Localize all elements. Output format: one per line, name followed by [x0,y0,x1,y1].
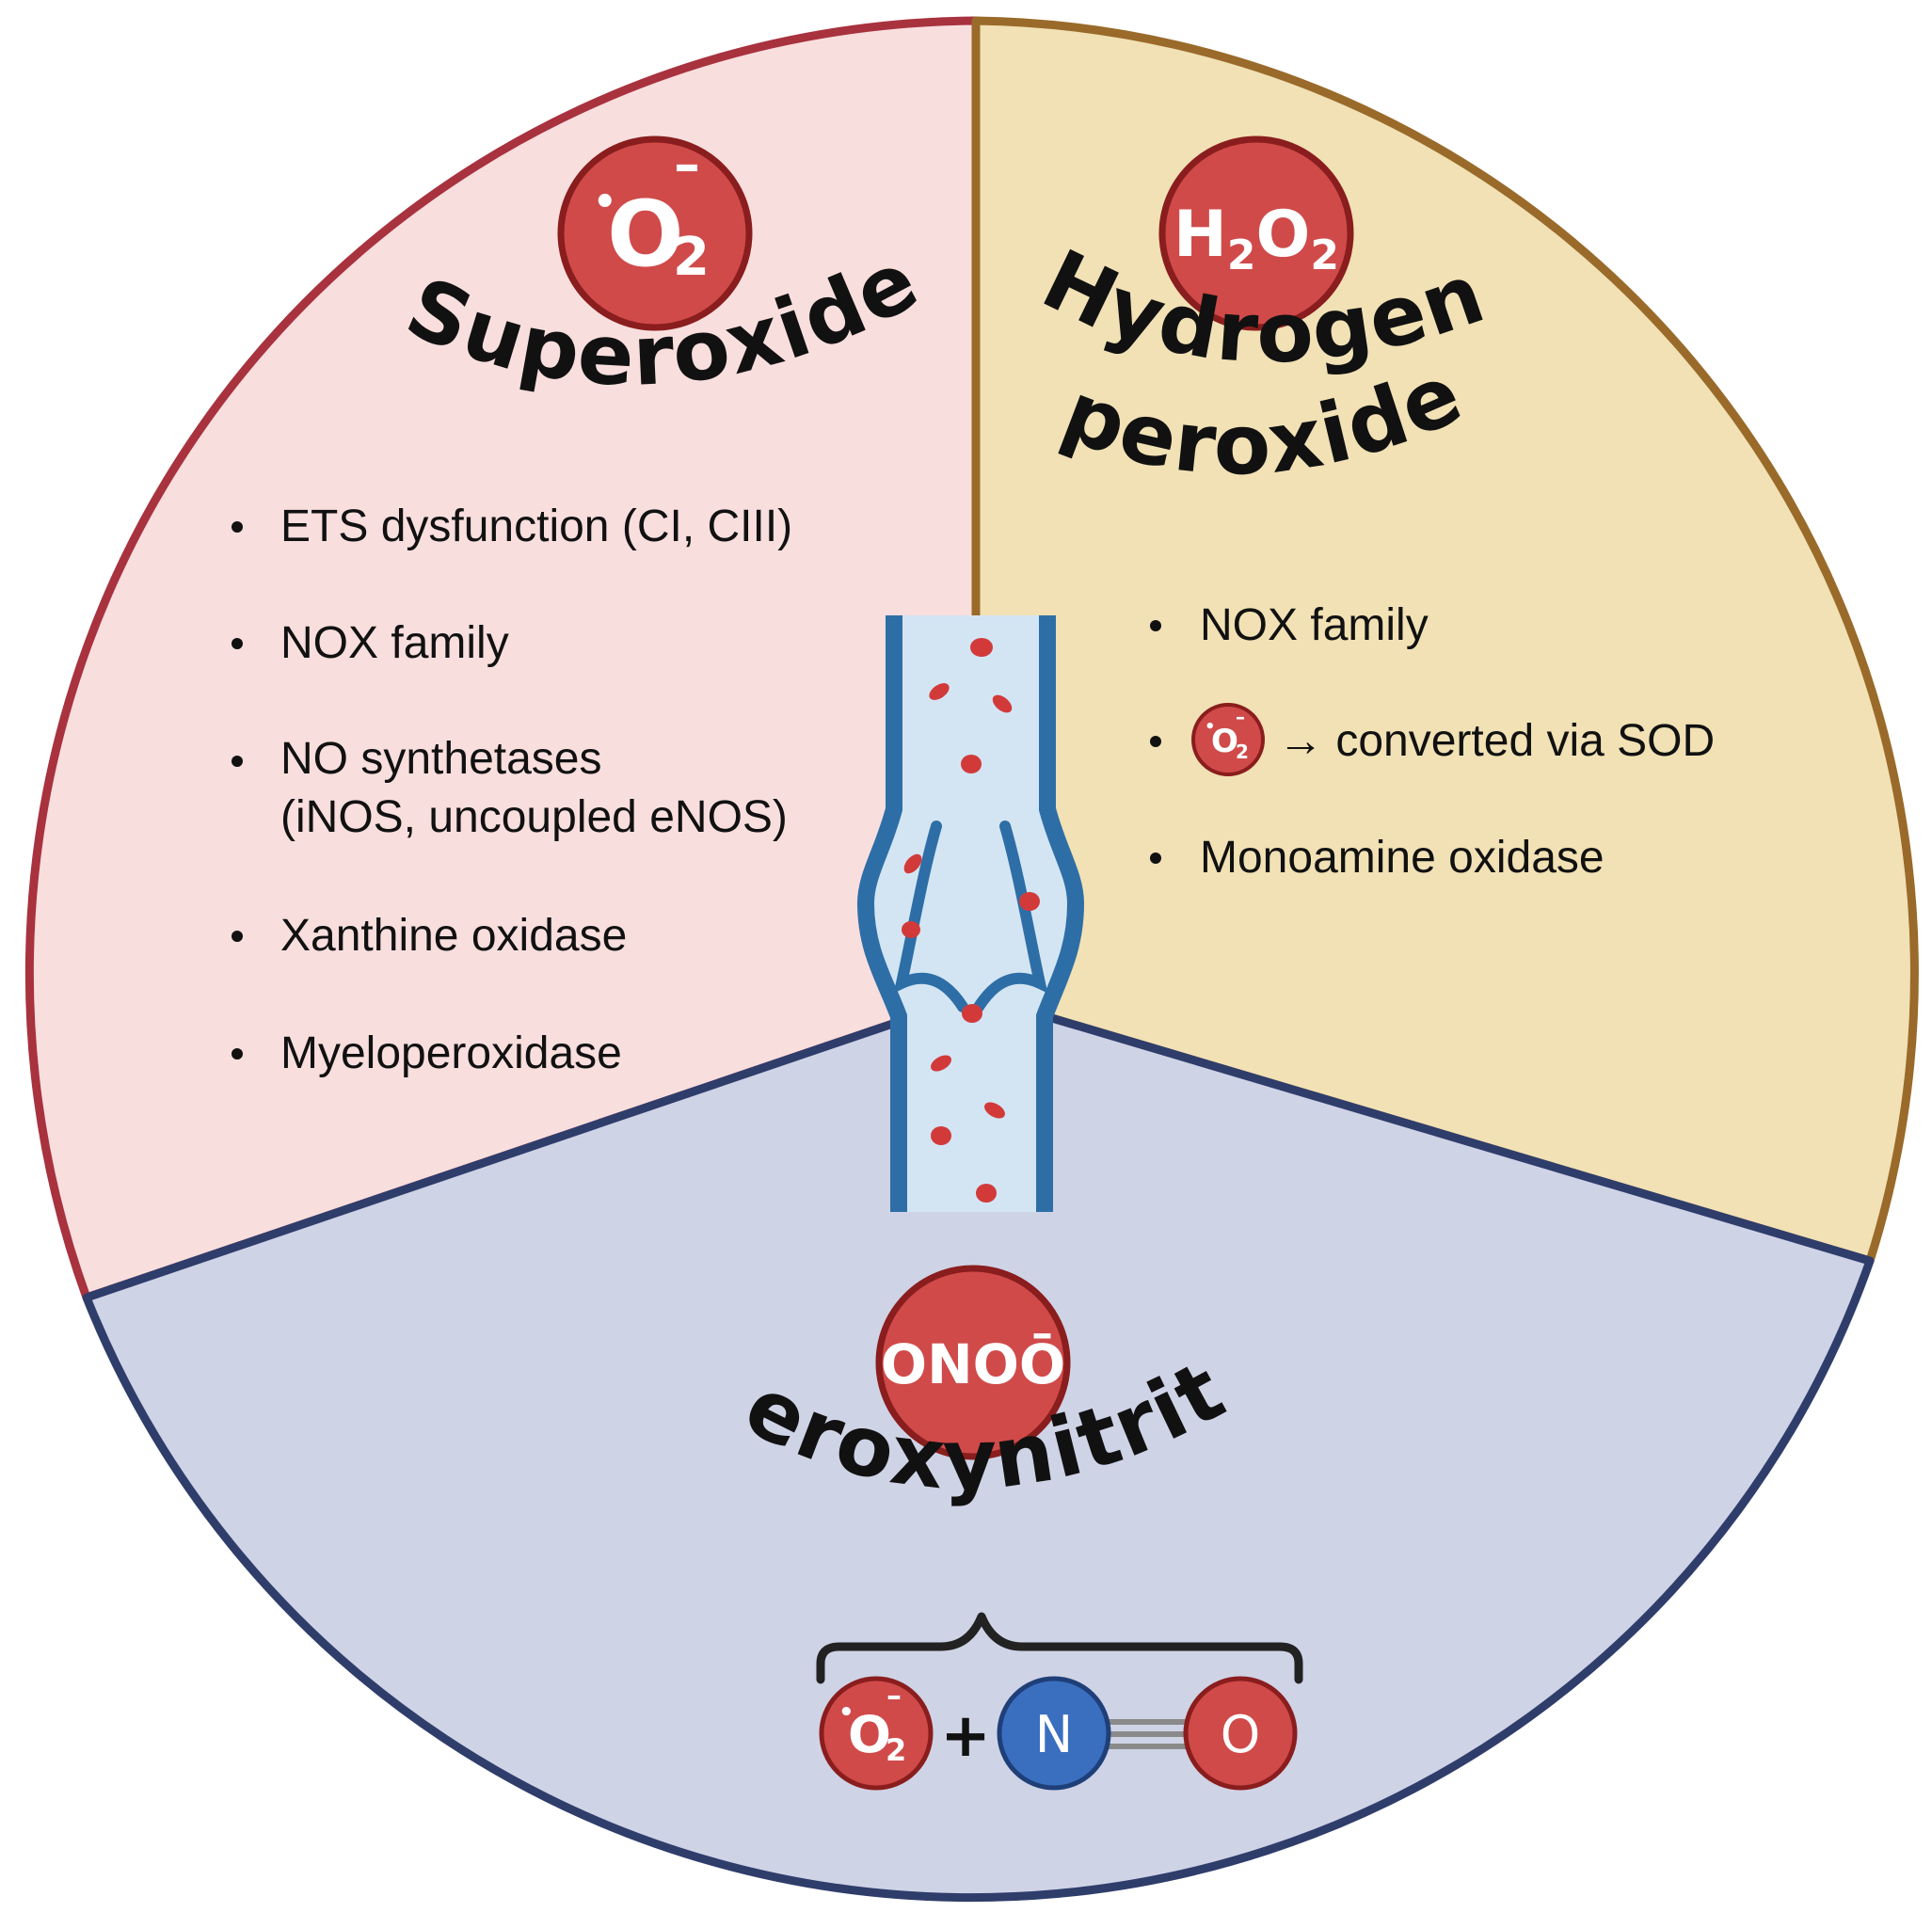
superoxide-item-mpo: Myeloperoxidase [280,1028,622,1078]
peroxynitrite-badge-icon: ONOŌ [875,1265,1071,1460]
red-blood-cells [902,638,1040,1203]
reaction-badge-superscript: – [886,1678,902,1713]
peroxynitrite-badge-text: ONOŌ [881,1332,1065,1396]
bullet-dot [232,638,243,649]
bullet-dot [1150,852,1161,864]
reaction-badge-dot: • [838,1698,854,1727]
superoxide-badge-superscript: – [674,135,700,196]
blood-vessel-icon [856,615,1085,1212]
mini-badge-dot: • [1205,717,1216,737]
superoxide-item-nox: NOX family [280,618,509,668]
superoxide-badge-icon: • O 2 – [557,135,753,331]
hydrogen-peroxide-badge-icon: H2O2 [1158,135,1354,331]
bullet-dot [232,1048,243,1060]
hydrogen-peroxide-list: NOX family • O 2 – → converted via SOD M… [1150,600,1715,883]
hydrogen-item-sod: → converted via SOD [1278,716,1715,766]
hydrogen-badge-sub1: 2 [1227,231,1256,279]
bullet-dot [1150,736,1161,747]
nitrogen-atom-label: N [1035,1705,1073,1764]
superoxide-badge-subscript: 2 [673,227,710,288]
mini-badge-superscript: – [1236,706,1245,728]
pie-chart [24,16,1919,1903]
superoxide-mini-badge-icon: • O 2 – [1191,703,1265,776]
bullet-dot [232,521,243,533]
superoxide-item-nos: NO synthetases [280,734,601,784]
bullet-dot [1150,620,1161,631]
reaction-badge-symbol: O [848,1705,891,1764]
bullet-dot [232,756,243,767]
hydrogen-item-nox: NOX family [1200,600,1429,650]
superoxide-list: ETS dysfunction (CI, CIII) NOX family NO… [232,502,792,1078]
reaction-superoxide-badge-icon: • O 2 – [819,1676,934,1791]
mini-badge-symbol: O [1211,723,1238,760]
curly-brace-icon [816,1612,1303,1684]
hydrogen-badge-h: H [1174,198,1227,272]
hydrogen-item-mao: Monoamine oxidase [1200,833,1605,883]
mini-badge-subscript: 2 [1236,741,1249,763]
superoxide-item-xanthine: Xanthine oxidase [280,911,627,961]
reaction-equation: • O 2 – + N O [819,1676,1298,1791]
hydrogen-badge-o: O [1256,198,1311,272]
oxygen-atom-label: O [1221,1705,1261,1764]
superoxide-badge-symbol: O [607,182,684,287]
superoxide-badge-dot: • [593,181,617,224]
superoxide-item-nos-detail: (iNOS, uncoupled eNOS) [280,792,788,842]
nitric-oxide-molecule-icon: N O [997,1676,1298,1791]
hydrogen-badge-sub2: 2 [1310,231,1339,279]
hydrogen-peroxide-sector [971,16,1919,1266]
superoxide-item-ets: ETS dysfunction (CI, CIII) [280,502,792,551]
reaction-plus: + [940,1701,991,1771]
superoxide-sector [24,16,981,1302]
bullet-dot [232,931,243,942]
reaction-badge-subscript: 2 [886,1732,906,1768]
hydrogen-badge-formula: H2O2 [1174,198,1339,279]
